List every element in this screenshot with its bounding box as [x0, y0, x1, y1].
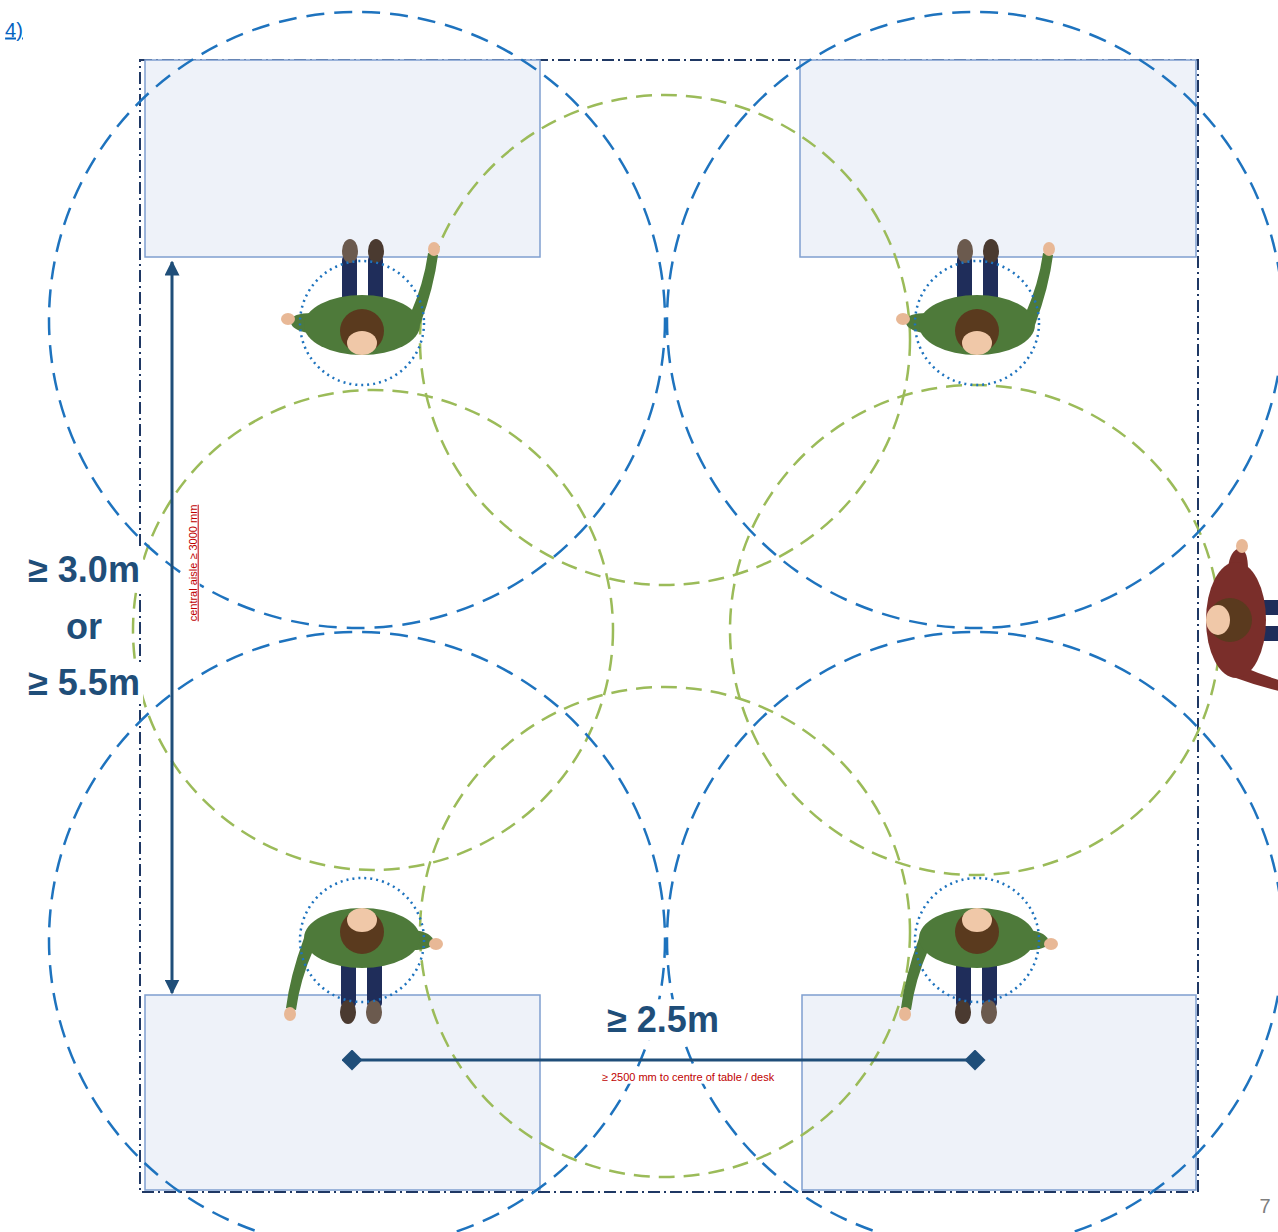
personal-space: [300, 261, 1039, 1002]
desk-dimension-line: [352, 1059, 975, 1062]
distance-circle: [667, 632, 1278, 1232]
page-number: 7: [1256, 1195, 1273, 1218]
room-boundary: [140, 60, 1198, 1192]
people: [281, 239, 1278, 1024]
dimension-note: ≥ 2500 mm to centre of table / desk: [599, 1071, 777, 1084]
distance-circle: [133, 390, 613, 870]
dimension-note: central aisle ≥ 3000 mm: [187, 502, 200, 625]
desk: [145, 60, 540, 257]
distance-circle: [667, 12, 1278, 628]
person-figure: [281, 239, 440, 355]
distance-circle: [49, 632, 665, 1232]
dimension-label: ≥ 3.0m: [25, 549, 143, 590]
desk: [800, 60, 1196, 257]
link-fragment: 4): [2, 19, 26, 42]
desks: [145, 60, 1196, 1190]
distance-circle: [420, 687, 910, 1177]
personal-circle: [300, 878, 424, 1002]
person-figure: [284, 908, 443, 1024]
walking-person: [1206, 539, 1278, 698]
green-zones: [133, 95, 1220, 1177]
personal-circle: [915, 261, 1039, 385]
person-figure: [896, 239, 1055, 355]
blue-zones: [49, 12, 1278, 1232]
dimension-label: ≥ 5.5m: [25, 662, 143, 703]
distance-circle: [730, 385, 1220, 875]
dimension-label: or: [63, 606, 105, 647]
desk: [145, 995, 540, 1190]
aisle-dimension-line: [171, 262, 174, 993]
dimension-label: ≥ 2.5m: [604, 999, 722, 1040]
desk: [802, 995, 1196, 1190]
distance-circle: [420, 95, 910, 585]
distance-circle: [49, 12, 665, 628]
person-figure: [899, 908, 1058, 1024]
personal-circle: [300, 261, 424, 385]
personal-circle: [915, 878, 1039, 1002]
